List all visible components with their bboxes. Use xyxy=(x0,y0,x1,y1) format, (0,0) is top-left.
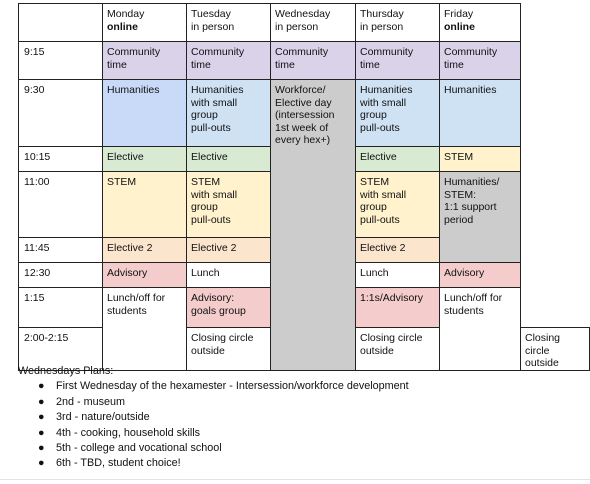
plans-item: ● 6th - TBD, student choice! xyxy=(38,456,409,471)
slot-tue: Elective xyxy=(186,146,271,172)
slot-fri: Community time xyxy=(439,41,521,80)
slot-mon: Elective 2 xyxy=(102,237,187,263)
plans-item-text: 2nd - museum xyxy=(56,395,126,408)
page-bottom-divider xyxy=(0,479,590,480)
day-name: Wednesday xyxy=(275,8,331,20)
day-name: Monday xyxy=(107,8,145,20)
plans-item: ● 4th - cooking, household skills xyxy=(38,426,409,441)
plans-item-text: 4th - cooking, household skills xyxy=(56,426,201,439)
slot-tue: Closing circle outside xyxy=(186,327,271,371)
slot-thu: 1:1s/Advisory xyxy=(355,287,440,328)
slot-thu: Community time xyxy=(355,41,440,80)
wednesday-plans: Wednesdays Plans: ● First Wednesday of th… xyxy=(18,364,409,472)
slot-tue: STEM with small group pull-outs xyxy=(186,171,271,238)
time-cell: 9:30 xyxy=(18,79,103,147)
slot-wed: Closing circle outside xyxy=(355,327,440,371)
day-name: Thursday xyxy=(360,8,404,20)
slot-thu: Elective xyxy=(355,146,440,172)
plans-title: Wednesdays Plans: xyxy=(18,365,114,377)
plans-item: ● 5th - college and vocational school xyxy=(38,441,409,456)
plans-item: ● 3rd - nature/outside xyxy=(38,410,409,425)
schedule-row: 2:00-2:15 Closing circle outside Closing c… xyxy=(18,327,590,371)
slot-wed: Workforce/ Elective day (intersession 1s… xyxy=(270,79,356,371)
bullet-icon: ● xyxy=(38,411,45,424)
bullet-icon: ● xyxy=(38,442,45,455)
slot-tue: Advisory: goals group xyxy=(186,287,271,328)
bullet-icon: ● xyxy=(38,426,45,439)
slot-tue: Community time xyxy=(186,41,271,80)
slot-thu: Elective 2 xyxy=(355,237,440,263)
time-cell: 11:00 xyxy=(18,171,103,238)
slot-mon: Community time xyxy=(102,41,187,80)
day-mode: in person xyxy=(275,20,319,33)
plans-item: ● 2nd - museum xyxy=(38,395,409,410)
bullet-icon: ● xyxy=(38,380,45,393)
plans-item-text: 5th - college and vocational school xyxy=(56,442,222,455)
slot-mon: Advisory xyxy=(102,262,187,288)
day-mode: online xyxy=(444,20,475,33)
time-cell: 12:30 xyxy=(18,262,103,288)
slot-fri: STEM xyxy=(439,146,521,172)
slot-mon: STEM xyxy=(102,171,187,238)
plans-item-text: First Wednesday of the hexamester - Inte… xyxy=(56,380,409,393)
slot-thu: Lunch xyxy=(355,262,440,288)
slot-mon: Lunch/off for students xyxy=(102,287,187,371)
plans-item-text: 6th - TBD, student choice! xyxy=(56,457,181,470)
time-cell: 2:00-2:15 xyxy=(18,327,103,371)
slot-tue: Elective 2 xyxy=(186,237,271,263)
day-name: Friday xyxy=(444,8,474,20)
day-mode: online xyxy=(107,20,138,33)
slot-fri: Humanities/ STEM: 1:1 support period xyxy=(439,171,521,263)
slot-tue: Lunch xyxy=(186,262,271,288)
slot-fri: Advisory xyxy=(439,262,521,288)
slot-mon: Elective xyxy=(102,146,187,172)
time-cell: 9:15 xyxy=(18,41,103,80)
plans-list: ● First Wednesday of the hexamester - Int… xyxy=(18,379,409,471)
bullet-icon: ● xyxy=(38,395,45,408)
time-cell: 11:45 xyxy=(18,237,103,263)
slot-fri: Lunch/off for students xyxy=(439,287,521,371)
slot-mon: Humanities xyxy=(102,79,187,147)
slot-thu: STEM with small group pull-outs xyxy=(355,171,440,238)
day-mode: in person xyxy=(360,20,404,33)
slot-tue: Humanities with small group pull-outs xyxy=(186,79,271,147)
day-name: Tuesday xyxy=(191,8,231,20)
slot-fri: Humanities xyxy=(439,79,521,147)
slot-thu: Humanities with small group pull-outs xyxy=(355,79,440,147)
slot-thu: Closing circle outside xyxy=(520,327,590,371)
corner-cell xyxy=(18,3,103,42)
bullet-icon: ● xyxy=(38,457,45,470)
time-cell: 10:15 xyxy=(18,146,103,172)
slot-wed: Community time xyxy=(270,41,356,80)
plans-item-text: 3rd - nature/outside xyxy=(56,411,150,424)
plans-item: ● First Wednesday of the hexamester - Int… xyxy=(38,379,409,394)
time-cell: 1:15 xyxy=(18,287,103,328)
day-mode: in person xyxy=(191,20,235,33)
